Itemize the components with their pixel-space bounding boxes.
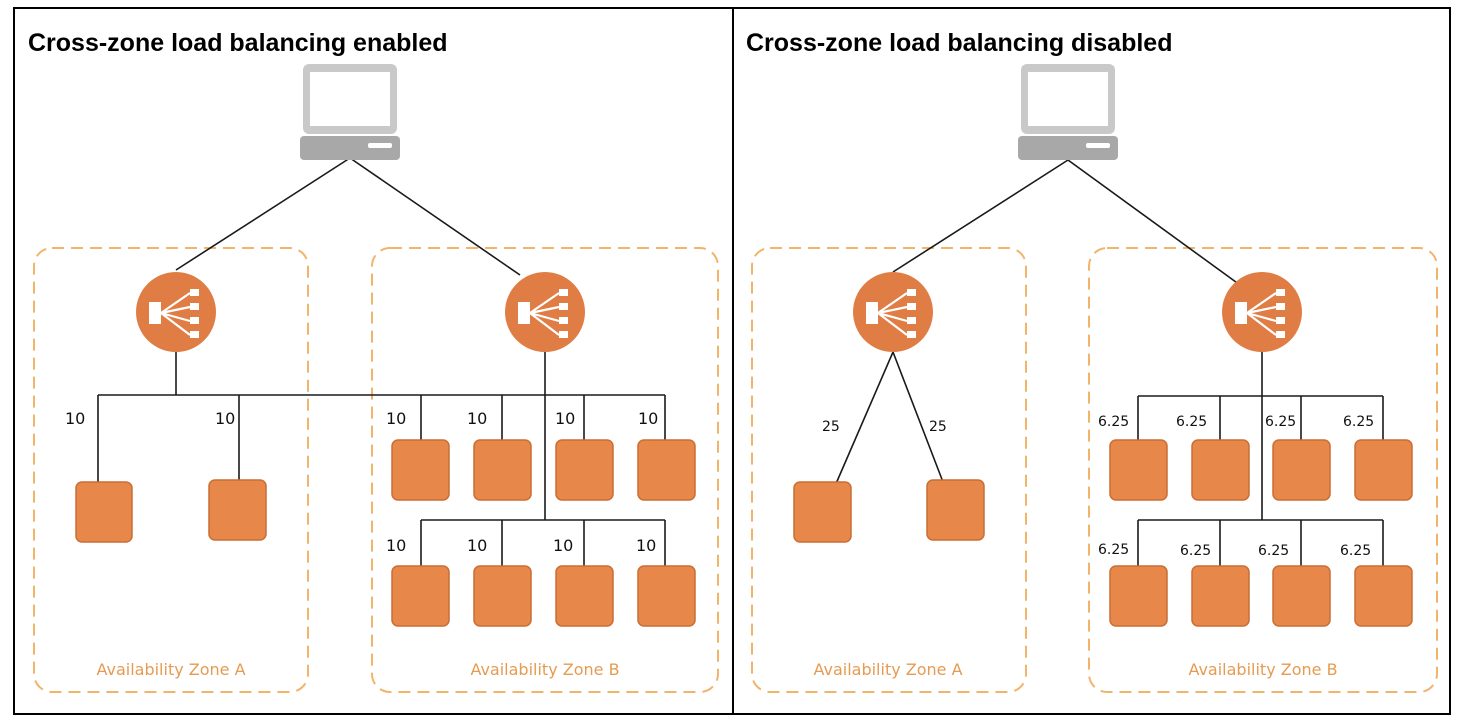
instance-icon xyxy=(926,479,985,541)
instance-icon xyxy=(208,479,267,541)
traffic-weight: 6.25 xyxy=(1098,414,1129,430)
instance-icon xyxy=(473,439,532,501)
instance-icon xyxy=(1272,439,1331,501)
traffic-weight: 10 xyxy=(555,409,575,428)
instance-icon xyxy=(1354,565,1413,627)
instance-icon xyxy=(391,439,450,501)
instance-icon xyxy=(555,565,614,627)
traffic-weight: 10 xyxy=(638,409,658,428)
laptop-icon xyxy=(300,64,400,160)
traffic-weight: 10 xyxy=(386,536,406,555)
traffic-weight: 10 xyxy=(215,409,235,428)
availability-zone-a xyxy=(751,247,1027,693)
instance-icon xyxy=(1354,439,1413,501)
traffic-weight: 25 xyxy=(822,419,840,435)
instance-icon xyxy=(637,439,696,501)
instance-icon xyxy=(1191,439,1250,501)
traffic-weight: 6.25 xyxy=(1180,543,1211,559)
traffic-weight: 10 xyxy=(636,536,656,555)
connection-lines xyxy=(97,157,666,566)
traffic-weight: 6.25 xyxy=(1176,414,1207,430)
zone-label: Availability Zone A xyxy=(96,660,245,679)
panel-disabled: Cross-zone load balancing disabled Avail… xyxy=(746,29,1438,693)
load-balancer-icon xyxy=(851,270,935,354)
traffic-weight: 10 xyxy=(553,536,573,555)
traffic-weight: 10 xyxy=(467,536,487,555)
availability-zone-b xyxy=(371,247,719,693)
traffic-weight: 6.25 xyxy=(1098,542,1129,558)
instance-icon xyxy=(75,481,133,543)
instance-icon xyxy=(391,565,450,627)
load-balancer-icon xyxy=(1220,270,1304,354)
traffic-weight: 6.25 xyxy=(1340,543,1371,559)
zone-label: Availability Zone B xyxy=(470,660,619,679)
zone-label: Availability Zone B xyxy=(1188,660,1337,679)
instance-icon xyxy=(1191,565,1250,627)
instance-icon xyxy=(793,481,852,543)
zone-label: Availability Zone A xyxy=(813,660,962,679)
traffic-weight: 6.25 xyxy=(1343,414,1374,430)
connection-lines xyxy=(834,159,1384,566)
panel-title: Cross-zone load balancing enabled xyxy=(28,29,448,57)
panel-enabled: Cross-zone load balancing enabled Availa… xyxy=(28,29,719,693)
instance-icon xyxy=(473,565,532,627)
laptop-icon xyxy=(1018,64,1118,160)
traffic-weight: 6.25 xyxy=(1265,414,1296,430)
instance-icon xyxy=(1272,565,1331,627)
traffic-weight: 10 xyxy=(65,409,85,428)
availability-zone-a xyxy=(33,247,309,693)
panel-title: Cross-zone load balancing disabled xyxy=(746,29,1172,57)
instance-icon xyxy=(1109,439,1168,501)
traffic-weight: 25 xyxy=(929,419,947,435)
instance-icon xyxy=(555,439,614,501)
traffic-weight: 10 xyxy=(386,409,406,428)
instance-icon xyxy=(1109,565,1168,627)
availability-zone-b xyxy=(1088,247,1438,693)
instance-icon xyxy=(637,565,696,627)
traffic-weight: 6.25 xyxy=(1258,543,1289,559)
load-balancer-icon xyxy=(134,270,218,354)
traffic-weight: 10 xyxy=(467,409,487,428)
load-balancer-icon xyxy=(503,270,587,354)
